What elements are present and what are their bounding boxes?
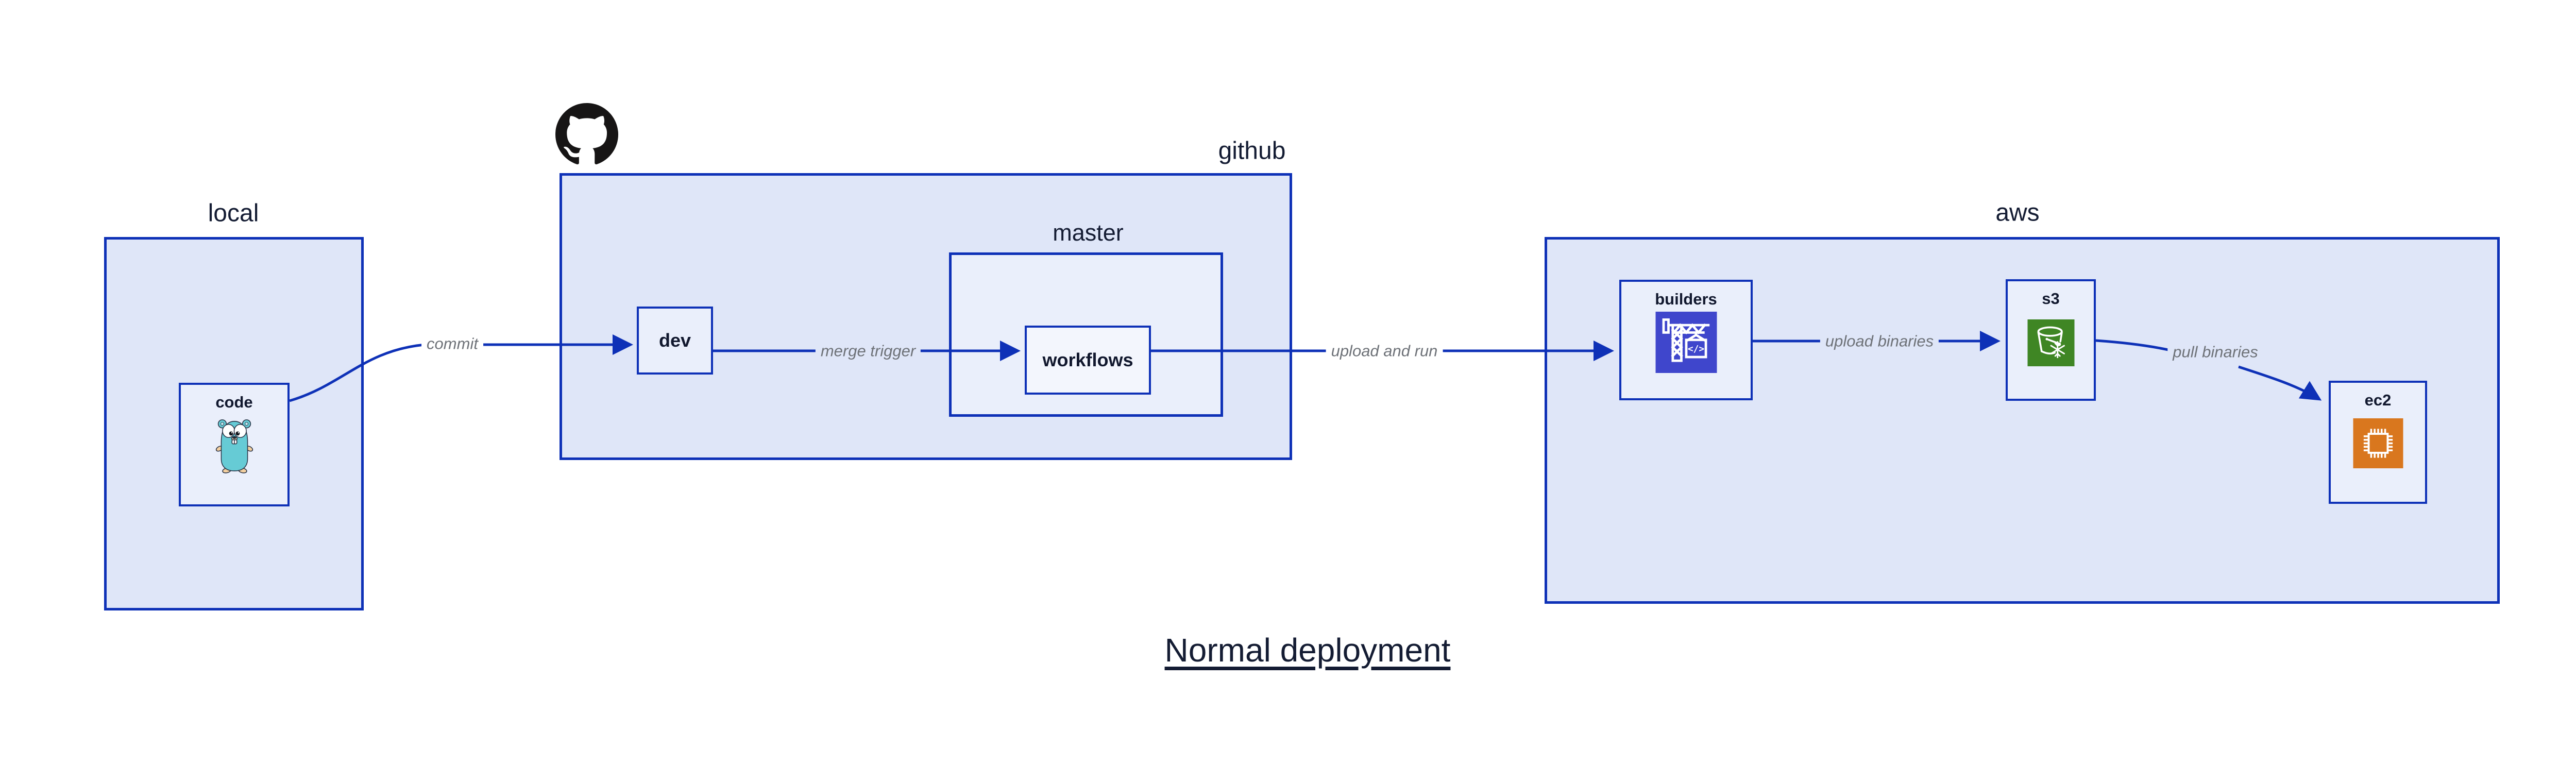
- ec2-node: ec2: [2329, 381, 2427, 504]
- local-label: local: [208, 199, 259, 227]
- builders-node: builders </>: [1619, 280, 1753, 400]
- github-octocat-icon: [555, 103, 618, 164]
- upload-and-run-edge-label: upload and run: [1326, 341, 1443, 361]
- s3-bucket-snowflake-icon: [2027, 319, 2074, 366]
- dev-branch-node: dev: [637, 307, 713, 375]
- s3-node-label: s3: [2042, 290, 2060, 308]
- github-label: github: [1218, 137, 1286, 165]
- master-label: master: [1053, 219, 1124, 246]
- merge-trigger-edge-label: merge trigger: [815, 341, 921, 361]
- code-node: code: [179, 383, 290, 506]
- workflows-node-label: workflows: [1042, 349, 1133, 370]
- s3-node: s3: [2006, 279, 2096, 401]
- commit-edge-label: commit: [421, 333, 483, 354]
- builders-node-label: builders: [1655, 290, 1717, 308]
- workflows-node: workflows: [1025, 326, 1151, 395]
- ec2-node-label: ec2: [2364, 391, 2392, 409]
- aws-label: aws: [1995, 199, 2040, 227]
- codebuild-crane-icon: </>: [1655, 312, 1717, 373]
- upload-binaries-edge-label: upload binaries: [1820, 331, 1939, 351]
- ec2-chip-icon: [2353, 418, 2403, 468]
- pull-binaries-edge-label: pull binaries: [2167, 342, 2263, 362]
- dev-node-label: dev: [658, 330, 691, 351]
- svg-text:</>: </>: [1687, 344, 1704, 354]
- code-node-label: code: [215, 393, 253, 411]
- go-gopher-icon: [215, 419, 253, 473]
- diagram-title: Normal deployment: [1164, 632, 1451, 669]
